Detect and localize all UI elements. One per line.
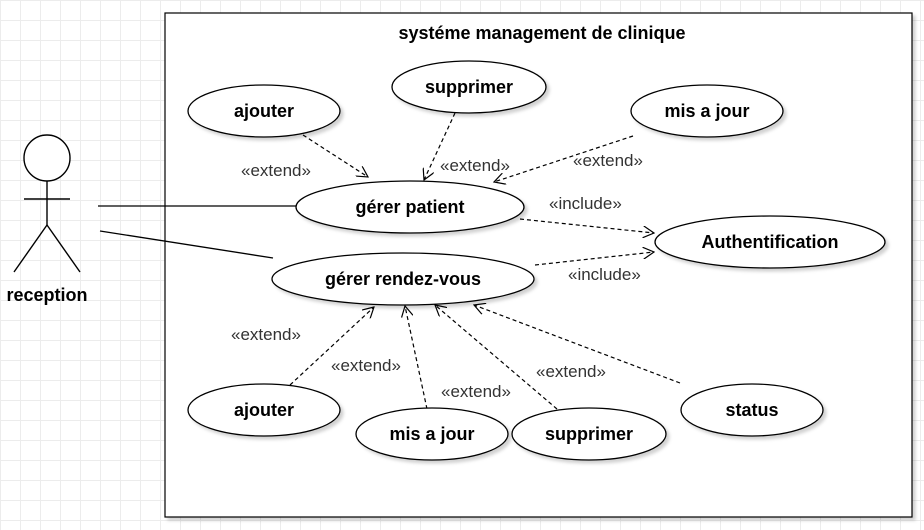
extend-label-status: «extend» xyxy=(536,362,606,381)
extend-arrow-ajouter-patient xyxy=(302,134,368,177)
use-case-ajouter-patient[interactable]: ajouter xyxy=(187,84,341,138)
include-label-rdv-auth: «include» xyxy=(568,265,641,284)
actor-reception[interactable]: reception xyxy=(6,134,88,305)
extend-arrow-status xyxy=(474,305,681,384)
actor-leg-left xyxy=(13,224,48,273)
use-case-supprimer-patient[interactable]: supprimer xyxy=(391,60,547,114)
include-label-patient-auth: «include» xyxy=(549,194,622,213)
use-case-supprimer-rdv[interactable]: supprimer xyxy=(511,407,667,461)
extend-label-ajouter-rdv: «extend» xyxy=(231,325,301,344)
use-case-ajouter-rdv[interactable]: ajouter xyxy=(187,383,341,437)
extend-label-supprimer-patient: «extend» xyxy=(440,156,510,175)
system-title: systéme management de clinique xyxy=(398,23,685,43)
use-case-label: gérer rendez-vous xyxy=(325,269,481,289)
include-arrow-patient-auth xyxy=(519,218,654,233)
use-case-mis-a-jour-patient[interactable]: mis a jour xyxy=(630,84,784,138)
use-case-authentification[interactable]: Authentification xyxy=(654,215,886,269)
extend-arrow-supprimer-patient xyxy=(424,112,456,180)
extend-arrow-supprimer-rdv xyxy=(435,305,558,410)
use-case-label: supprimer xyxy=(425,77,513,97)
use-case-gerer-rendez-vous[interactable]: gérer rendez-vous xyxy=(271,252,535,306)
use-case-label: ajouter xyxy=(234,101,294,121)
use-case-label: ajouter xyxy=(234,400,294,420)
extend-arrow-mis-a-jour-patient xyxy=(494,135,634,182)
extend-arrow-ajouter-rdv xyxy=(289,307,374,386)
use-case-status[interactable]: status xyxy=(680,383,824,437)
extend-label-mis-a-jour-patient: «extend» xyxy=(573,151,643,170)
actor-leg-right xyxy=(46,224,81,273)
use-case-label: gérer patient xyxy=(355,197,464,217)
include-arrow-rdv-auth xyxy=(534,252,654,266)
use-case-label: mis a jour xyxy=(664,101,749,121)
actor-head xyxy=(23,134,71,182)
extend-label-supprimer-rdv: «extend» xyxy=(441,382,511,401)
use-case-label: status xyxy=(725,400,778,420)
use-case-label: mis a jour xyxy=(389,424,474,444)
use-case-label: Authentification xyxy=(702,232,839,252)
extend-label-mis-a-jour-rdv: «extend» xyxy=(331,356,401,375)
use-case-mis-a-jour-rdv[interactable]: mis a jour xyxy=(355,407,509,461)
use-case-gerer-patient[interactable]: gérer patient xyxy=(295,180,525,234)
association-actor-gerer-rdv xyxy=(99,230,274,259)
extend-label-ajouter-patient: «extend» xyxy=(241,161,311,180)
actor-label: reception xyxy=(6,285,87,305)
extend-arrow-mis-a-jour-rdv xyxy=(405,306,428,410)
use-case-label: supprimer xyxy=(545,424,633,444)
